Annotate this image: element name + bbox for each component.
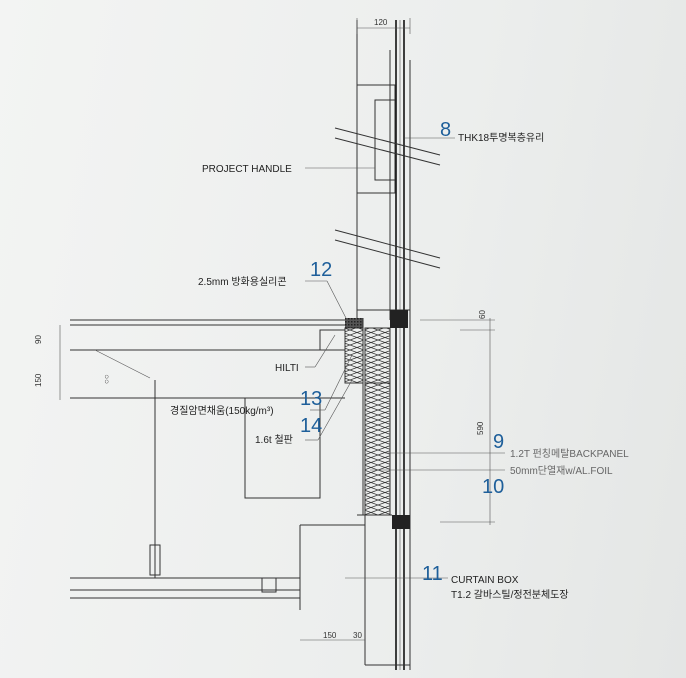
callout-14-number: 14 bbox=[300, 415, 322, 437]
callout-9-label: 1.2T 펀칭메탈BACKPANEL bbox=[510, 447, 629, 460]
floor-slab: ○○ 90 150 bbox=[34, 319, 346, 499]
dim-60: 60 bbox=[478, 310, 487, 319]
ceiling-assembly: 150 30 bbox=[70, 380, 365, 641]
callout-11-sublabel: T1.2 갈바스틸/정전분체도장 bbox=[451, 588, 569, 601]
callout-11-label: CURTAIN BOX bbox=[451, 575, 519, 586]
dim-150: 150 bbox=[34, 373, 43, 387]
callout-14-label: 1.6t 철판 bbox=[255, 434, 293, 446]
dim-bottom-150: 150 bbox=[323, 631, 337, 640]
leader-lines bbox=[305, 137, 505, 579]
callout-10-number: 10 bbox=[482, 476, 504, 498]
dim-120: 120 bbox=[374, 18, 388, 27]
callout-9-number: 9 bbox=[493, 431, 504, 453]
project-handle-label: PROJECT HANDLE bbox=[202, 164, 292, 175]
callout-12-number: 12 bbox=[310, 259, 332, 281]
dim-90: 90 bbox=[34, 335, 43, 344]
dim-bottom-30: 30 bbox=[353, 631, 362, 640]
svg-text:○○: ○○ bbox=[102, 374, 111, 384]
callout-13-number: 13 bbox=[300, 388, 322, 410]
callout-12-label: 2.5mm 방화용실리콘 bbox=[198, 276, 287, 288]
callout-8-number: 8 bbox=[440, 119, 451, 141]
insulation-fill bbox=[344, 318, 392, 516]
dim-590: 590 bbox=[476, 421, 485, 435]
callout-8-label: THK18투명복층유리 bbox=[458, 132, 544, 144]
callout-10-label: 50mm단열재w/AL.FOIL bbox=[510, 465, 613, 477]
hilti-label: HILTI bbox=[275, 363, 299, 374]
dimension-right: 60 590 bbox=[420, 310, 495, 525]
dimension-top: 120 bbox=[356, 18, 411, 34]
glass-break-lines bbox=[334, 127, 441, 269]
callout-13-label: 경질암면채움(150kg/m³) bbox=[170, 404, 274, 417]
callout-11-number: 11 bbox=[422, 563, 443, 585]
